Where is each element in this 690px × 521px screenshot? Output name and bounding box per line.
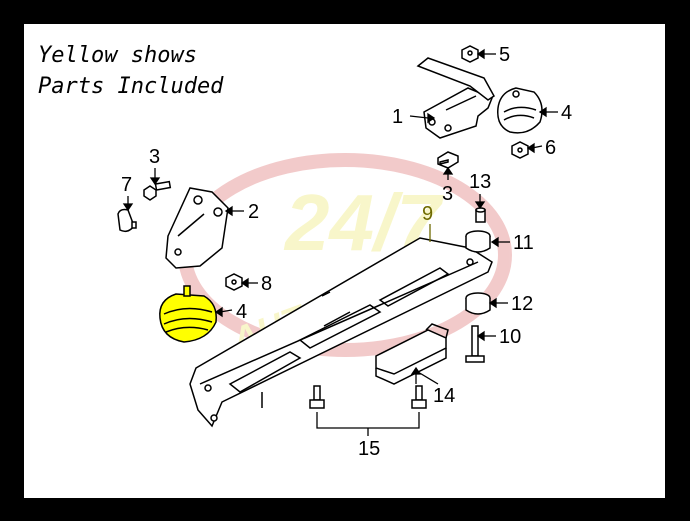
diagram-panel: Yellow shows Parts Included (24, 24, 665, 498)
callout-11: 11 (513, 232, 534, 254)
callout-15: 15 (358, 438, 380, 460)
bracket-part-1 (416, 57, 495, 139)
callout-3-left: 3 (149, 146, 160, 168)
caption-line-1: Yellow shows (38, 43, 197, 68)
caption-line-2: Parts Included (38, 74, 224, 99)
callout-3-right: 3 (442, 183, 453, 205)
callout-12: 12 (511, 293, 533, 315)
bushing-part-11 (465, 230, 491, 253)
mount-part-4-upper (497, 87, 543, 134)
callout-5: 5 (499, 44, 510, 66)
bolt-part-3-left (143, 180, 172, 201)
callout-4-upper: 4 (561, 102, 572, 124)
bracket-part-2 (165, 187, 229, 269)
callout-10: 10 (499, 326, 521, 348)
crossmember-part-9 (189, 237, 493, 428)
callout-7: 7 (121, 174, 132, 196)
nut-part-5 (461, 45, 479, 63)
callout-6: 6 (545, 137, 556, 159)
bolts-part-15 (309, 385, 427, 409)
callout-9: 9 (422, 203, 433, 225)
bolt-part-10 (465, 325, 485, 363)
callout-14: 14 (433, 385, 455, 407)
nut-part-6 (511, 141, 529, 159)
shield-part-14 (375, 323, 449, 385)
bolt-part-3-right (437, 151, 459, 169)
callout-1: 1 (392, 106, 403, 128)
callout-2: 2 (248, 201, 259, 223)
bushing-part-12 (465, 292, 491, 315)
bumper-part-7 (117, 208, 137, 233)
callout-13: 13 (469, 171, 491, 193)
nut-part-8 (225, 273, 243, 291)
leader-lines (122, 48, 558, 436)
legend-caption: Yellow shows Parts Included (38, 40, 223, 102)
mount-part-4-highlighted (159, 285, 217, 343)
callout-4-highlighted: 4 (236, 301, 247, 323)
bolt-part-13 (475, 207, 486, 223)
callout-8: 8 (261, 273, 272, 295)
